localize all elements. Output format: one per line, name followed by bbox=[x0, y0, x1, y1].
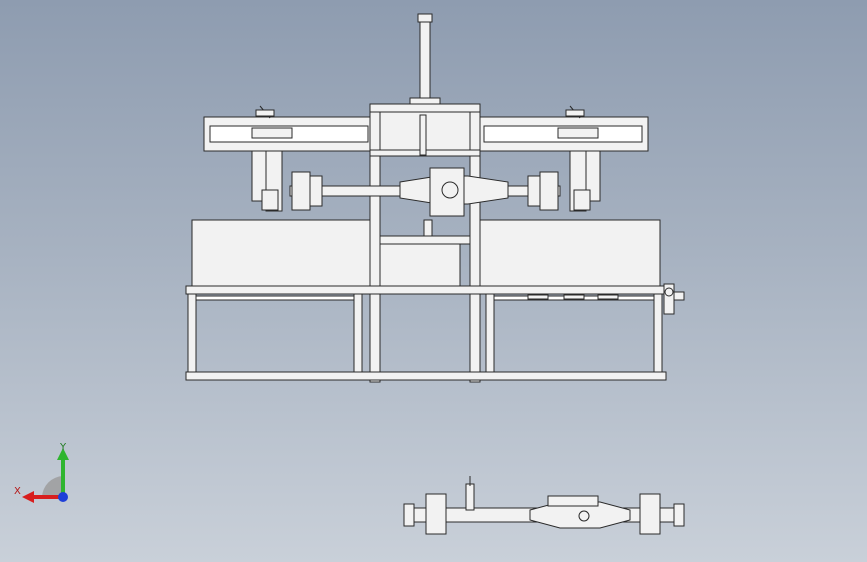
top-cylinder bbox=[409, 13, 441, 105]
loose-axle-part bbox=[403, 476, 685, 535]
orientation-triad[interactable]: Y X bbox=[10, 440, 80, 510]
z-axis-dot bbox=[58, 492, 68, 502]
mounted-axle bbox=[289, 167, 561, 237]
base-housing bbox=[191, 219, 661, 287]
left-hanger bbox=[251, 150, 283, 212]
side-valve bbox=[527, 283, 685, 315]
x-axis-arrowhead bbox=[22, 491, 34, 503]
x-axis-label: X bbox=[14, 486, 21, 497]
y-axis-arrowhead bbox=[57, 448, 69, 460]
upper-right-beam bbox=[477, 105, 649, 152]
right-hanger bbox=[569, 150, 601, 212]
base-table bbox=[185, 285, 667, 381]
upper-left-beam bbox=[203, 105, 375, 152]
triad-arrows bbox=[22, 448, 69, 503]
center-frame bbox=[369, 103, 481, 383]
triad-plane bbox=[42, 476, 63, 497]
y-axis-label: Y bbox=[60, 442, 67, 453]
